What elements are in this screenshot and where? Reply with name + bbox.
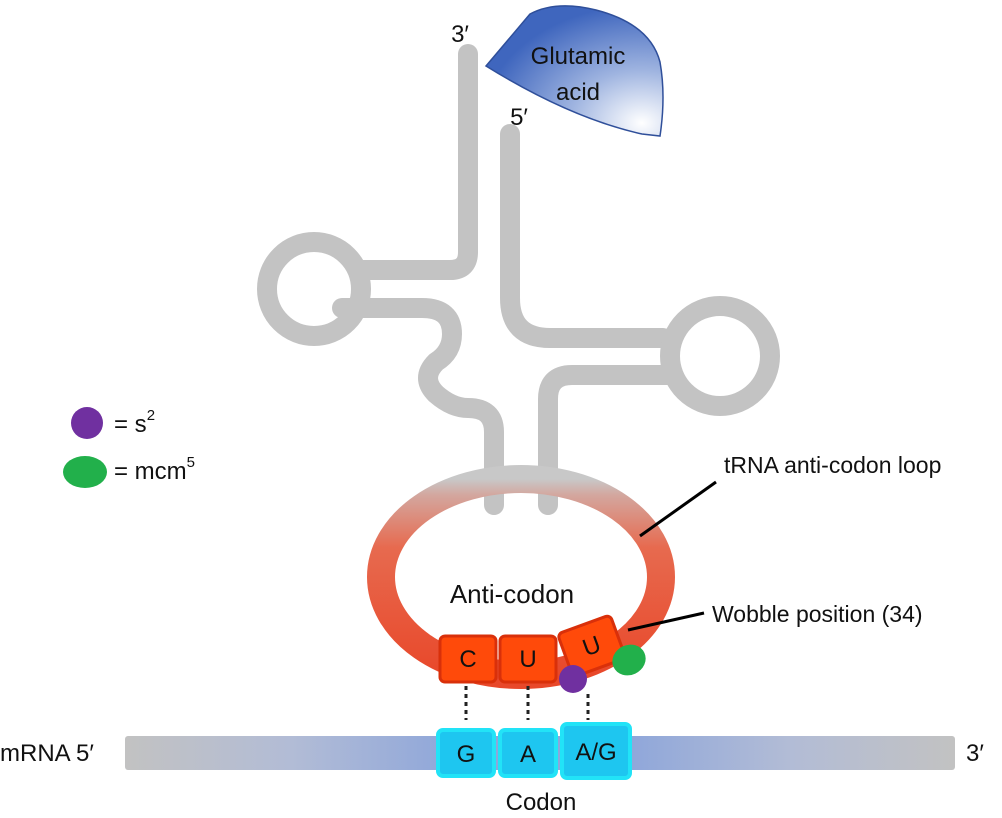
trna-3prime-label: 3′ bbox=[451, 21, 469, 48]
trna-right-loop bbox=[660, 296, 780, 416]
s2-modification-marker bbox=[559, 665, 587, 693]
wobble-callout-line bbox=[627, 611, 705, 632]
wobble-position-label: Wobble position (34) bbox=[712, 601, 923, 627]
anticodon-loop-label: tRNA anti-codon loop bbox=[724, 452, 941, 478]
legend-item-s2: = s2 bbox=[71, 407, 155, 439]
mrna-5prime-label: mRNA 5′ bbox=[0, 740, 94, 767]
mcm5-modification-marker bbox=[612, 644, 646, 676]
legend-purple-circle-icon bbox=[71, 407, 103, 439]
mrna-3prime-label: 3′ bbox=[966, 740, 984, 767]
trna-5prime-label: 5′ bbox=[510, 104, 528, 131]
anticodon-base-1: C bbox=[438, 634, 498, 684]
amino-acid-label-line2: acid bbox=[556, 79, 600, 106]
anticodon-loop-callout-line bbox=[639, 480, 717, 538]
base-pair-lines bbox=[464, 686, 590, 720]
legend-label-mcm5: = mcm5 bbox=[114, 454, 195, 485]
codon-box-1 bbox=[436, 728, 496, 778]
trna-right-lower-strand bbox=[538, 365, 683, 515]
trna-backbone bbox=[332, 44, 683, 515]
legend-green-ellipse-icon bbox=[63, 456, 107, 488]
codon-letter-3: A/G bbox=[575, 739, 616, 766]
anticodon-base-3: U bbox=[557, 614, 626, 678]
codon-letter-2: A bbox=[520, 741, 536, 768]
anticodon-box-2 bbox=[498, 634, 558, 684]
trna-left-loop bbox=[257, 232, 371, 346]
legend-item-mcm5: = mcm5 bbox=[63, 454, 195, 488]
anticodon-letter-1: C bbox=[459, 646, 476, 673]
anticodon-bases: C U U bbox=[438, 614, 626, 684]
legend: = s2 = mcm5 bbox=[63, 407, 195, 488]
anticodon-base-2: U bbox=[498, 634, 558, 684]
anticodon-box-1 bbox=[438, 634, 498, 684]
amino-acid-label-line1: Glutamic bbox=[531, 43, 626, 70]
glutamic-acid-tag bbox=[484, 5, 664, 137]
trna-left-lower-strand bbox=[332, 298, 504, 515]
codon-base-1: G bbox=[436, 728, 496, 778]
anticodon-box-3 bbox=[557, 614, 626, 678]
trna-5prime-strand bbox=[500, 124, 673, 348]
codon-label: Codon bbox=[506, 789, 577, 816]
codon-box-2 bbox=[498, 728, 558, 778]
anticodon-label: Anti-codon bbox=[450, 579, 574, 609]
trna-3prime-strand bbox=[352, 44, 478, 280]
anticodon-letter-2: U bbox=[519, 646, 536, 673]
codon-base-3: A/G bbox=[560, 722, 632, 780]
codon-letter-1: G bbox=[457, 741, 476, 768]
codon-base-2: A bbox=[498, 728, 558, 778]
codon-box-3 bbox=[560, 722, 632, 780]
codon-bases: G A A/G bbox=[436, 722, 632, 780]
legend-label-s2: = s2 bbox=[114, 407, 155, 438]
